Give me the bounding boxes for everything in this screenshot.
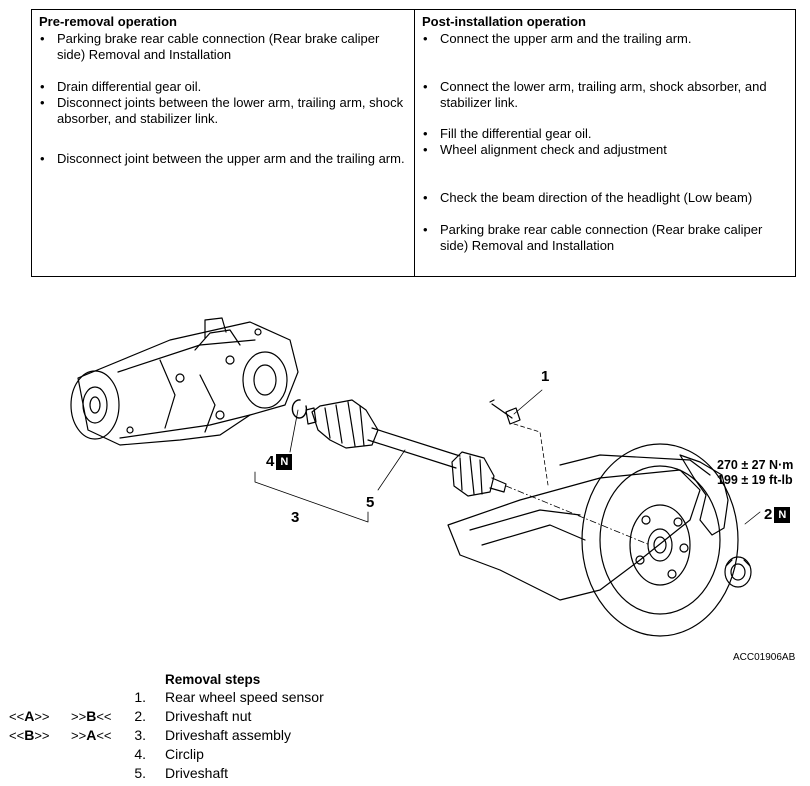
installation-service-point-part: >>: [71, 728, 87, 743]
post-installation-column: Post-installation operation Connect the …: [415, 10, 795, 276]
step-number: 1.: [130, 688, 146, 706]
step-name: Rear wheel speed sensor: [165, 688, 324, 706]
removal-service-point: <<A>>: [9, 707, 50, 726]
non-reusable-badge: N: [774, 507, 791, 523]
removal-step-row: 1. Rear wheel speed sensor: [0, 688, 810, 706]
brake-caliper-drawing: [679, 454, 729, 536]
operations-table: Pre-removal operation Parking brake rear…: [31, 9, 796, 277]
pre-removal-item: Parking brake rear cable connection (Rea…: [39, 31, 406, 63]
step-number: 4.: [130, 745, 146, 763]
step-number: 3.: [130, 726, 146, 744]
callout-3: 3: [291, 509, 300, 526]
step-number-part: 4.: [134, 746, 146, 762]
step-name-part: Circlip: [165, 746, 204, 762]
driveshaft-bar-drawing: [367, 427, 461, 469]
callout-1: 1: [541, 368, 550, 385]
torque-spec: 270 ± 27 N·m 199 ± 19 ft-lb: [717, 458, 793, 488]
driveshaft-nut-drawing: [724, 556, 752, 588]
removal-step-row: <<A>>>>B<<2.Driveshaft nut: [0, 707, 810, 725]
pre-removal-heading: Pre-removal operation: [39, 14, 177, 29]
step-name-part: Driveshaft assembly: [165, 727, 292, 743]
differential-carrier-drawing: [70, 317, 299, 446]
step-name-part: Driveshaft: [165, 765, 229, 781]
post-installation-item: Parking brake rear cable connection (Rea…: [422, 222, 787, 254]
pre-removal-column: Pre-removal operation Parking brake rear…: [32, 10, 415, 276]
step-name: Driveshaft assembly: [165, 726, 291, 744]
installation-service-point-part: B: [86, 708, 97, 724]
brake-disc-hub-drawing: [581, 443, 739, 637]
step-name-part: Rear wheel speed sensor: [165, 689, 324, 705]
removal-service-point-part: <<: [9, 728, 25, 743]
removal-service-point: <<B>>: [9, 726, 50, 745]
callout-2-number: 2: [764, 506, 773, 523]
post-installation-list: Connect the upper arm and the trailing a…: [422, 31, 787, 254]
inner-cv-joint-drawing: [305, 399, 379, 449]
installation-service-point-part: >>: [71, 709, 87, 724]
torque-imperial: 199 ± 19 ft-lb: [717, 473, 793, 487]
removal-service-point-part: B: [24, 727, 35, 743]
removal-service-point-part: <<: [9, 709, 25, 724]
circlip-drawing: [291, 399, 308, 419]
pre-removal-item: Drain differential gear oil.: [39, 79, 406, 95]
removal-step-row: 4. Circlip: [0, 745, 810, 763]
step-number-part: 3.: [134, 727, 146, 743]
callout-4-number: 4: [266, 453, 275, 470]
removal-step-row: <<B>>>>A<<3.Driveshaft assembly: [0, 726, 810, 744]
post-installation-item: Check the beam direction of the headligh…: [422, 190, 787, 206]
pre-removal-list: Parking brake rear cable connection (Rea…: [39, 31, 406, 167]
post-installation-item: Wheel alignment check and adjustment: [422, 142, 787, 158]
figure-id: ACC01906AB: [733, 652, 796, 663]
installation-service-point-part: <<: [96, 728, 112, 743]
post-installation-item: Connect the upper arm and the trailing a…: [422, 31, 787, 47]
step-name: Driveshaft: [165, 764, 228, 782]
installation-service-point: >>B<<: [71, 707, 112, 726]
step-number: 5.: [130, 764, 146, 782]
post-installation-heading: Post-installation operation: [422, 14, 586, 29]
driveshaft-exploded-diagram: [70, 317, 761, 637]
step-name: Driveshaft nut: [165, 707, 251, 725]
step-number: 2.: [130, 707, 146, 725]
callout-5: 5: [366, 494, 375, 511]
removal-service-point-part: A: [24, 708, 35, 724]
pre-removal-item: Disconnect joint between the upper arm a…: [39, 151, 406, 167]
post-installation-item: Fill the differential gear oil.: [422, 126, 787, 142]
removal-service-point-part: >>: [34, 709, 50, 724]
step-number-part: 1.: [134, 689, 146, 705]
step-number-part: 5.: [134, 765, 146, 781]
pre-removal-item: Disconnect joints between the lower arm,…: [39, 95, 406, 127]
step-number-part: 2.: [134, 708, 146, 724]
non-reusable-badge: N: [276, 454, 293, 470]
installation-service-point-part: A: [86, 727, 97, 743]
installation-service-point: >>A<<: [71, 726, 112, 745]
torque-metric: 270 ± 27 N·m: [717, 458, 794, 472]
wheel-speed-sensor-drawing: [489, 399, 521, 425]
installation-service-point-part: <<: [96, 709, 112, 724]
step-name-part: Driveshaft nut: [165, 708, 252, 724]
removal-service-point-part: >>: [34, 728, 50, 743]
removal-step-row: 5. Driveshaft: [0, 764, 810, 782]
step-name: Circlip: [165, 745, 204, 763]
outer-cv-joint-drawing: [451, 451, 507, 497]
post-installation-item: Connect the lower arm, trailing arm, sho…: [422, 79, 787, 111]
removal-steps-title: Removal steps: [165, 672, 261, 687]
